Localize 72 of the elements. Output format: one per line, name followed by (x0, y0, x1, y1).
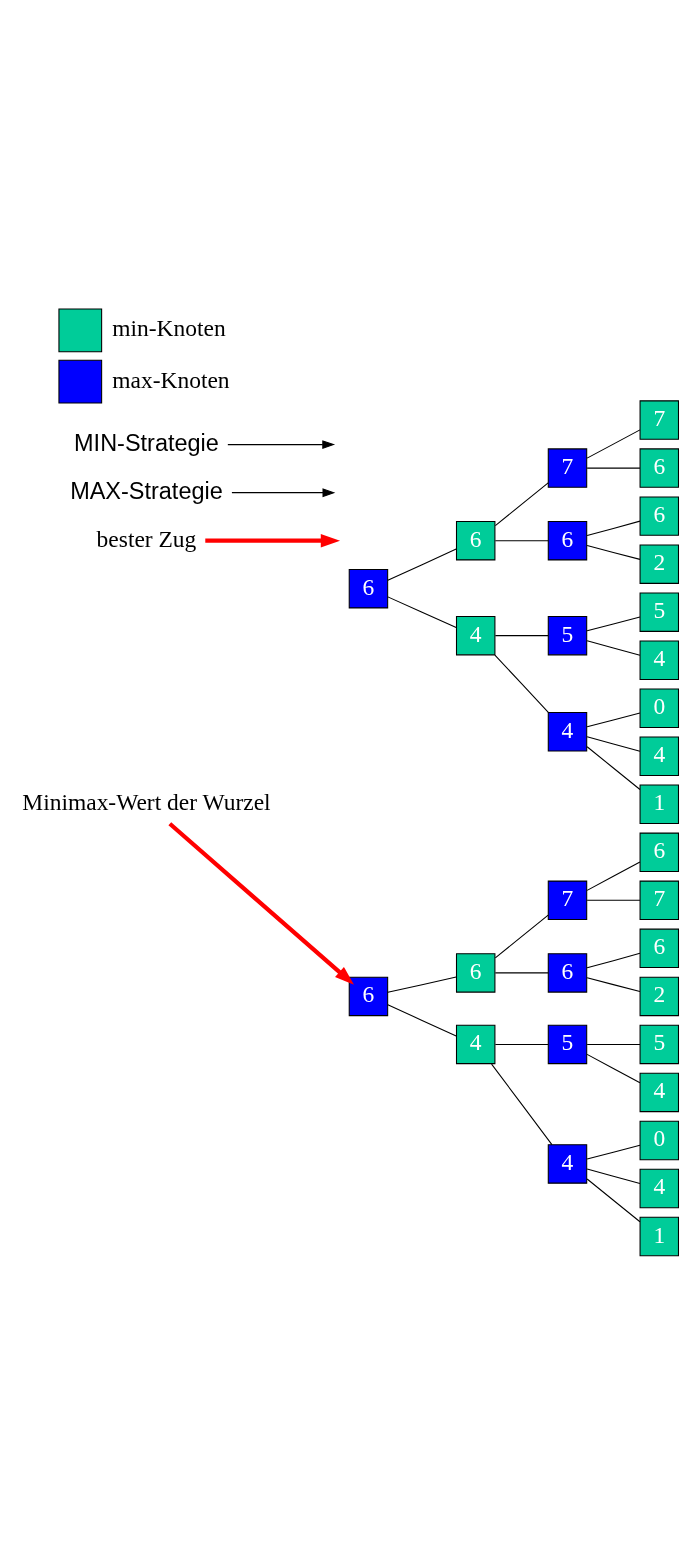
node-box: 7 (547, 447, 588, 488)
node-box: 6 (455, 520, 496, 560)
connector (494, 914, 549, 958)
connector (494, 539, 549, 541)
node-box: 6 (639, 928, 679, 968)
node-box: 7 (639, 399, 679, 440)
connector (494, 481, 549, 526)
arrow (205, 533, 341, 547)
node-box: 4 (455, 615, 496, 655)
connector (586, 952, 641, 968)
connector (586, 1168, 641, 1184)
connector (387, 1003, 457, 1036)
connector (586, 639, 641, 656)
connector (586, 428, 641, 459)
node-box: 0 (639, 688, 679, 728)
node-box: 5 (639, 1024, 679, 1064)
legend-label: max-Knoten (112, 366, 230, 393)
node-box: 1 (639, 784, 679, 824)
node-box: 4 (639, 639, 679, 680)
connector (586, 544, 641, 560)
node-box: 6 (639, 495, 679, 536)
node-box: 6 (348, 568, 389, 608)
node-box: 6 (547, 952, 588, 993)
node-box: 4 (639, 736, 679, 776)
node-box: 6 (455, 952, 496, 993)
connector (387, 548, 457, 581)
node-box: 7 (639, 880, 679, 920)
node-box: 4 (639, 1072, 679, 1112)
connector (494, 971, 549, 973)
connector (586, 735, 641, 752)
connector (586, 1144, 641, 1160)
connector (586, 467, 641, 469)
node-box: 6 (348, 976, 389, 1016)
connector (586, 745, 641, 790)
connector (494, 1043, 549, 1045)
node-box: 4 (455, 1024, 496, 1064)
legend-label: min-Knoten (112, 314, 226, 341)
node-box: 5 (639, 591, 679, 632)
node-box: 5 (547, 615, 588, 655)
connector (494, 634, 549, 636)
connector (387, 976, 457, 993)
connector (586, 861, 641, 891)
connector (586, 711, 641, 727)
arrow (168, 821, 354, 985)
connector (586, 1053, 641, 1083)
connector (586, 1043, 641, 1045)
node-box: 6 (639, 447, 679, 488)
arrow (227, 439, 336, 449)
connector (387, 595, 457, 628)
node-box: 2 (639, 976, 679, 1016)
connector (491, 1063, 553, 1145)
node-text: MAX-Strategie (70, 477, 223, 504)
node-box: 1 (639, 1216, 679, 1256)
node-box: 6 (639, 832, 679, 872)
node-box: 4 (639, 1168, 679, 1208)
connector (586, 976, 641, 992)
node-box: 7 (547, 880, 588, 920)
connector (586, 520, 641, 536)
node-text: bester Zug (96, 525, 197, 552)
node-text: MIN-Strategie (74, 429, 219, 456)
arrow (231, 487, 336, 497)
node-box: 4 (547, 1143, 588, 1184)
connector (586, 1177, 641, 1222)
node-box: 0 (639, 1120, 679, 1160)
node-box: 5 (547, 1024, 588, 1064)
node-box: 6 (547, 520, 588, 560)
node-text: Minimax-Wert der Wurzel (22, 788, 271, 815)
connector (586, 615, 641, 631)
connector (494, 654, 549, 713)
node-box: 2 (639, 543, 679, 584)
node-box: 4 (547, 711, 588, 751)
connector (586, 899, 641, 901)
